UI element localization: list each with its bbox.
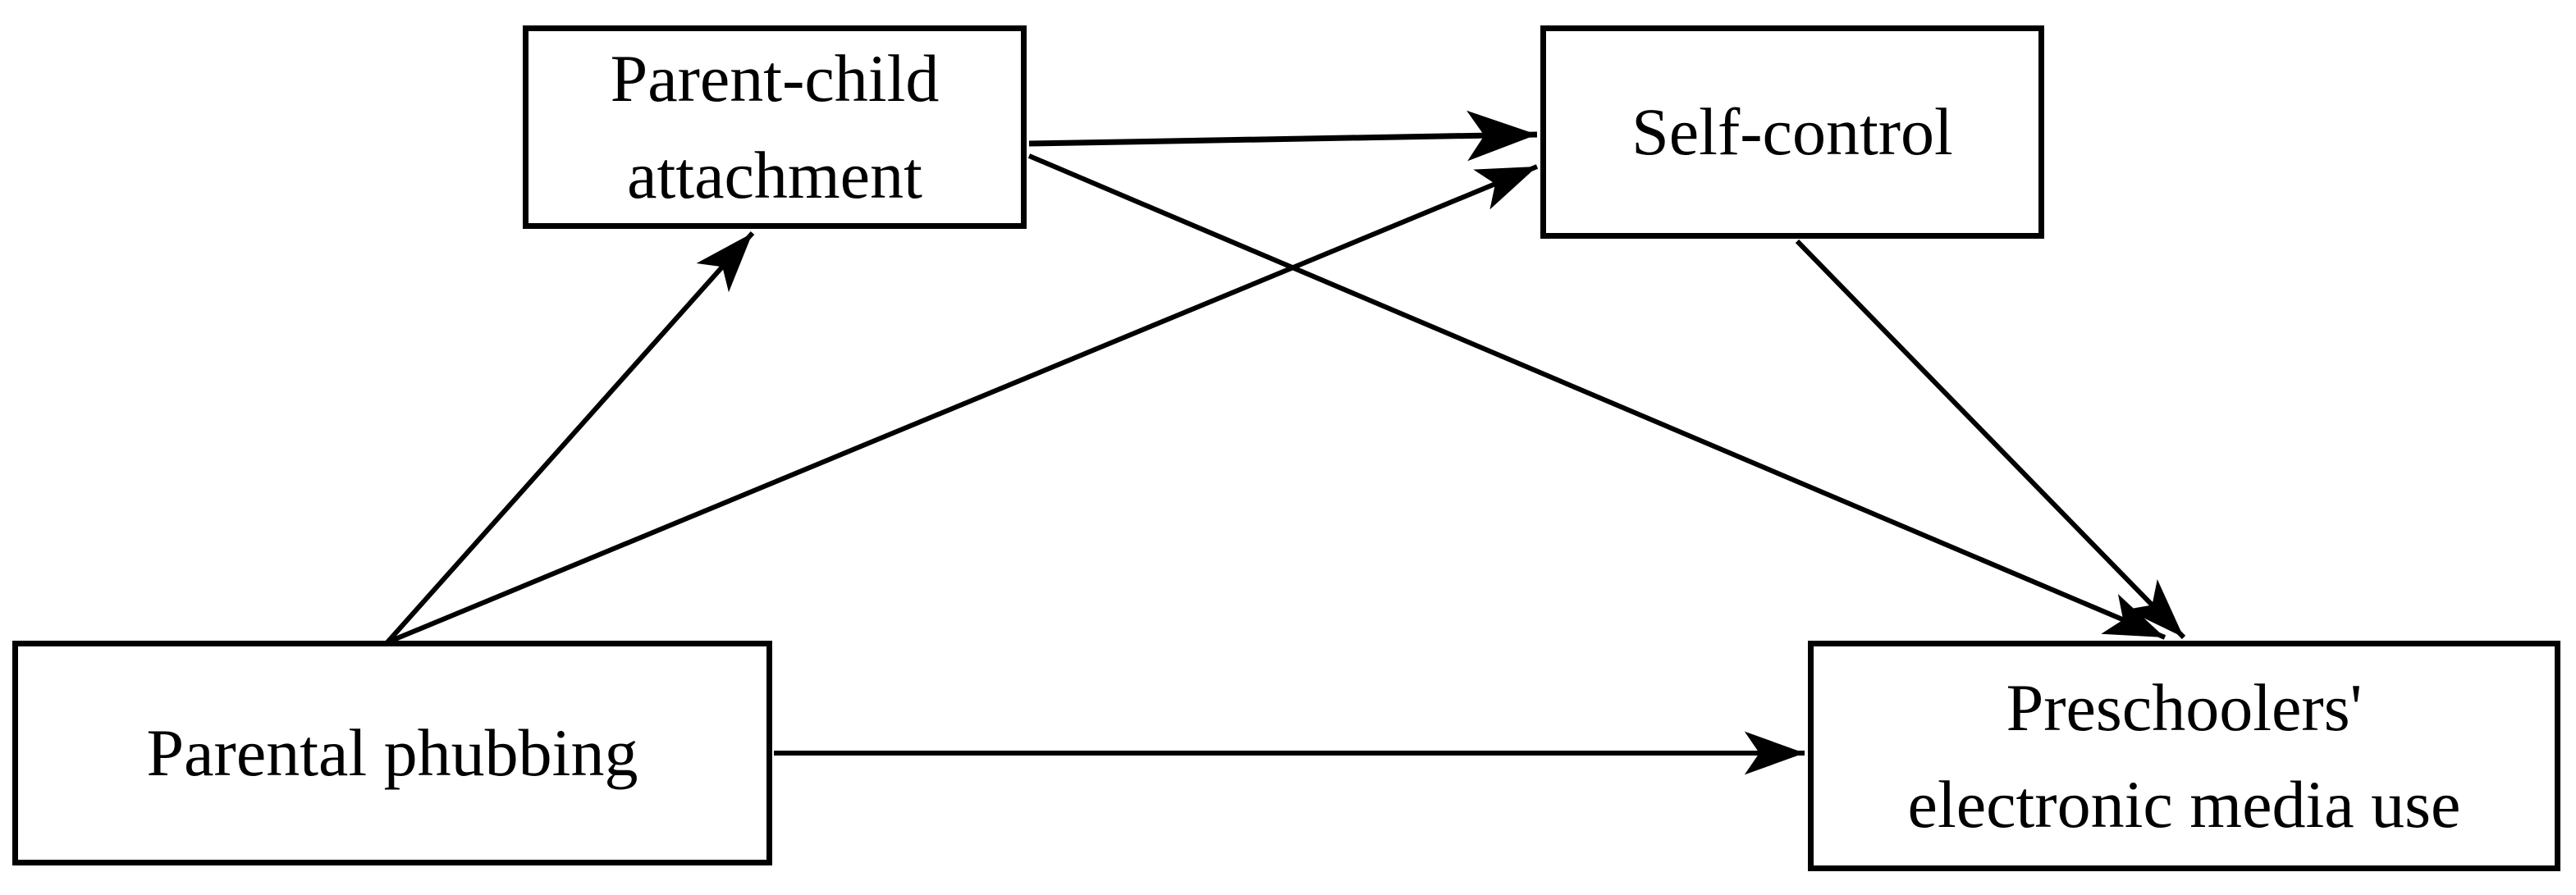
- node-label-self-control: Self-control: [1631, 94, 1953, 169]
- arrow-parental-phubbing-to-self-control: [386, 164, 1539, 645]
- arrow-parent-child-attachment-to-preschoolers-media-use: [1027, 153, 2166, 640]
- node-label-parental-phubbing: Parental phubbing: [146, 715, 638, 790]
- node-label-preschoolers-media-use-line1: Preschoolers': [2006, 669, 2363, 745]
- node-label-parent-child-attachment-line2: attachment: [627, 138, 922, 212]
- node-self-control: Self-control: [1540, 25, 2044, 239]
- node-label-preschoolers-media-use-line2: electronic media use: [1907, 766, 2461, 842]
- arrow-parent-child-attachment-to-self-control: [1028, 110, 1538, 162]
- arrow-parental-phubbing-to-parent-child-attachment: [385, 231, 755, 644]
- node-label-parent-child-attachment-line1: Parent-child: [610, 41, 940, 116]
- node-parent-child-attachment: Parent-child attachment: [523, 25, 1027, 229]
- node-preschoolers-electronic-media-use: Preschoolers' electronic media use: [1808, 641, 2560, 871]
- arrow-self-control-to-preschoolers-media-use: [1795, 239, 2186, 640]
- node-parental-phubbing: Parental phubbing: [12, 641, 772, 865]
